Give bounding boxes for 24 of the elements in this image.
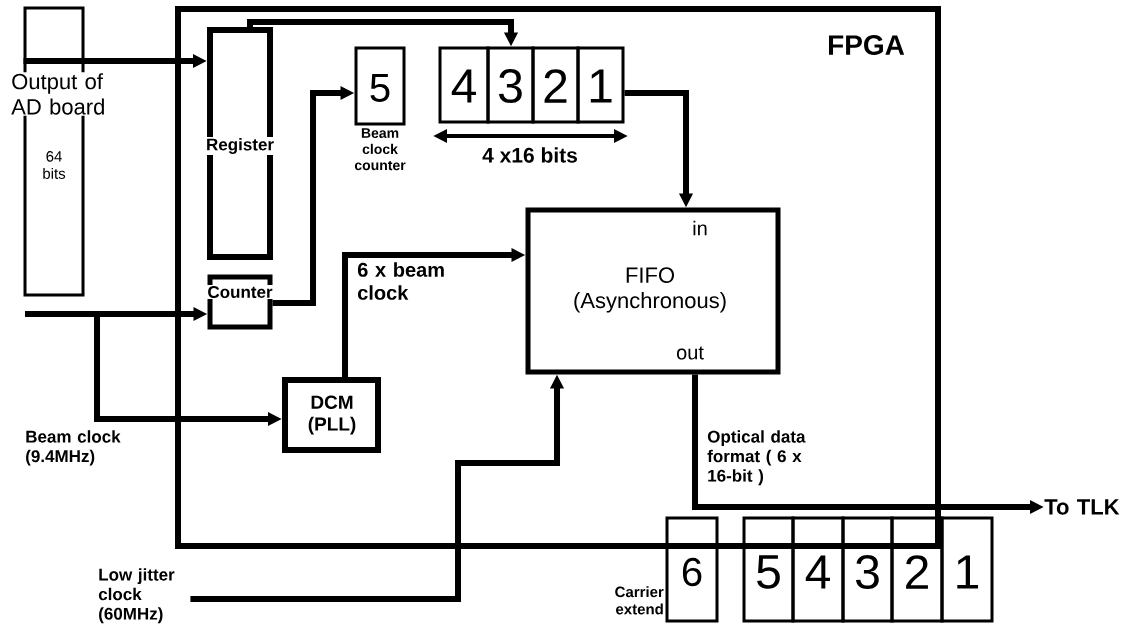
data-cell: 4 bbox=[791, 516, 845, 623]
signal-label: Low jitter clock (60MHz) bbox=[98, 568, 175, 624]
cell-caption: Carrier extend bbox=[615, 586, 664, 615]
output-label: To TLK bbox=[1044, 499, 1120, 515]
data-cell: 3 bbox=[486, 46, 535, 124]
data-cell: 4 bbox=[438, 46, 490, 124]
fifo-box: in FIFO (Asynchronous) out bbox=[525, 207, 781, 375]
data-column: Output of AD board 64 bits bbox=[10, 6, 125, 297]
register-box: Register bbox=[205, 27, 275, 260]
data-cell: 6 bbox=[665, 516, 719, 623]
data-cell: 2 bbox=[531, 46, 580, 124]
counter-cell: 5 bbox=[354, 46, 406, 126]
dcm-box: DCM (PLL) bbox=[282, 377, 381, 453]
edge-label: 6 x beam clock bbox=[357, 262, 444, 300]
cell-caption: Beam clock counter bbox=[354, 128, 406, 171]
data-cell: 2 bbox=[890, 516, 944, 623]
data-cell: 1 bbox=[576, 46, 625, 124]
data-cell: 5 bbox=[742, 516, 795, 623]
counter-box: Counter bbox=[206, 274, 274, 330]
dimension-label: 4 x16 bits bbox=[482, 147, 577, 163]
signal-label: Beam clock (9.4MHz) bbox=[26, 430, 121, 466]
edge-label: Optical data format ( 6 x 16-bit ) bbox=[707, 430, 806, 486]
data-cell: 3 bbox=[841, 516, 894, 623]
data-cell: 1 bbox=[940, 516, 994, 623]
